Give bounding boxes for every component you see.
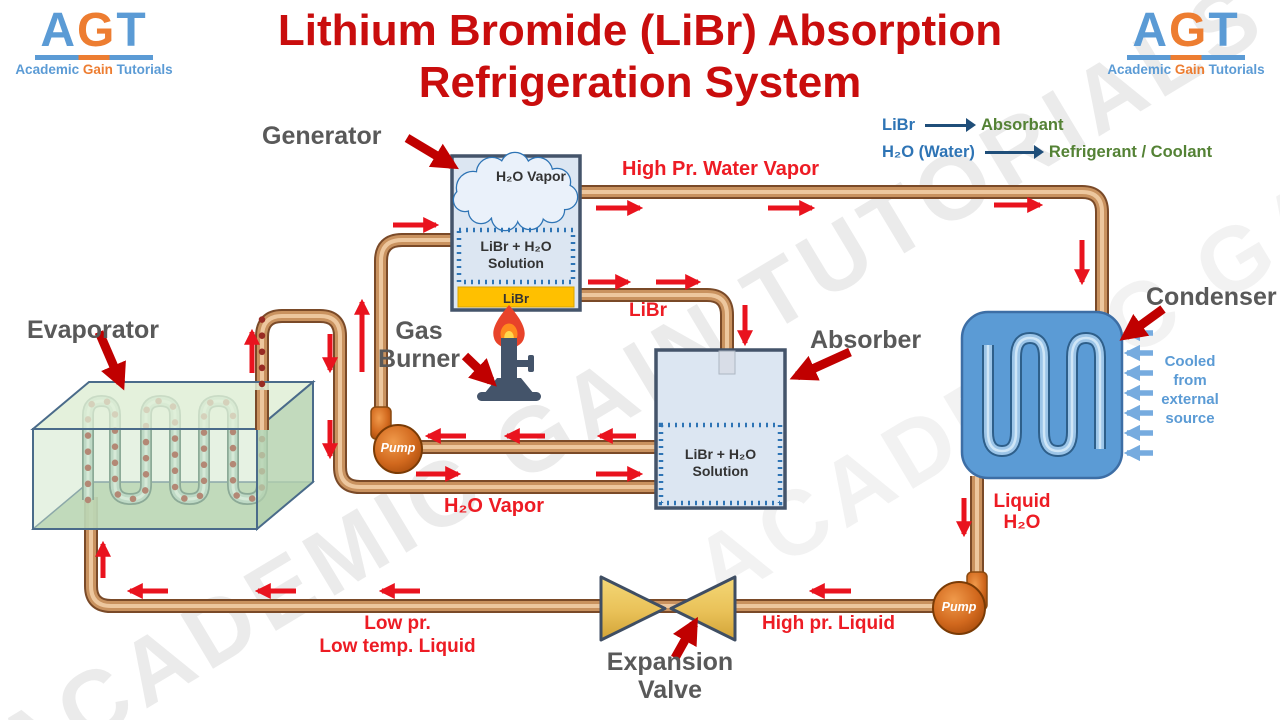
legend-arrow-icon (925, 118, 976, 132)
agt-logo-right: AGT Academic Gain Tutorials (1106, 4, 1266, 78)
legend: LiBr Absorbant H₂O (Water) Refrigerant /… (882, 112, 1212, 166)
absorber-inlet-stub (718, 350, 736, 375)
legend-term: LiBr (882, 116, 915, 134)
condenser-label: Condenser (1146, 283, 1277, 311)
condenser-vessel (960, 310, 1153, 480)
generator-libr-band-text: LiBr (503, 291, 529, 306)
flow-label-high-pr-water-vapor: High Pr. Water Vapor (622, 158, 820, 180)
flow-label-liquid-h2o: Liquid H₂O (993, 491, 1051, 533)
generator-vessel (450, 151, 582, 312)
generator-solution-text: LiBr + H₂O Solution (480, 238, 552, 271)
agt-logo-letters: AGT (1132, 4, 1240, 57)
flow-label-h2o-vapor: H₂O Vapor (444, 495, 545, 517)
absorber-solution-text: LiBr + H₂O Solution (684, 446, 757, 479)
page-title-line2: Refrigeration System (418, 58, 862, 107)
page-title-line1: Lithium Bromide (LiBr) Absorption (277, 6, 1003, 55)
callout-arrows (94, 134, 1166, 661)
generator-label: Generator (262, 122, 382, 150)
expansion-valve (599, 575, 737, 642)
legend-arrow-icon (984, 145, 1044, 159)
refrigerant-pump (932, 571, 988, 635)
flow-arrows (94, 196, 1091, 600)
expansion-valve-label: Expansion Valve (606, 648, 734, 704)
refrigerant-pump-label: Pump (941, 600, 977, 614)
generator-vapor-text: H₂O Vapor (495, 168, 566, 184)
gas-burner (477, 305, 541, 401)
solution-pump (370, 406, 423, 474)
legend-term: H₂O (Water) (882, 143, 975, 161)
legend-row-libr: LiBr Absorbant (882, 112, 1212, 139)
absorber-vessel (654, 348, 787, 510)
legend-meaning: Absorbant (981, 116, 1064, 134)
agt-logo-letters: AGT (40, 4, 148, 57)
agt-logo-tagline: Academic Gain Tutorials (15, 62, 173, 77)
flow-label-libr: LiBr (629, 300, 667, 321)
agt-logo-underline (35, 55, 153, 60)
evaporator-vessel (30, 310, 316, 532)
agt-logo-underline (1127, 55, 1245, 60)
legend-meaning: Refrigerant / Coolant (1048, 143, 1213, 161)
generator-solution-region (456, 227, 576, 285)
agt-logo-tagline: Academic Gain Tutorials (1107, 62, 1265, 77)
absorber-label: Absorber (810, 326, 922, 354)
evaporator-label: Evaporator (27, 316, 159, 344)
libr-band (457, 286, 575, 308)
solution-pump-label: Pump (380, 441, 416, 455)
agt-logo-left: AGT Academic Gain Tutorials (14, 4, 174, 78)
flow-label-high-pr-liquid: High pr. Liquid (762, 613, 895, 634)
gas-burner-label: Gas Burner (378, 317, 460, 373)
legend-row-water: H₂O (Water) Refrigerant / Coolant (882, 139, 1212, 166)
flow-label-low-pr-liquid: Low pr. Low temp. Liquid (319, 613, 476, 657)
cooling-note: Cooled from external source (1161, 353, 1219, 427)
